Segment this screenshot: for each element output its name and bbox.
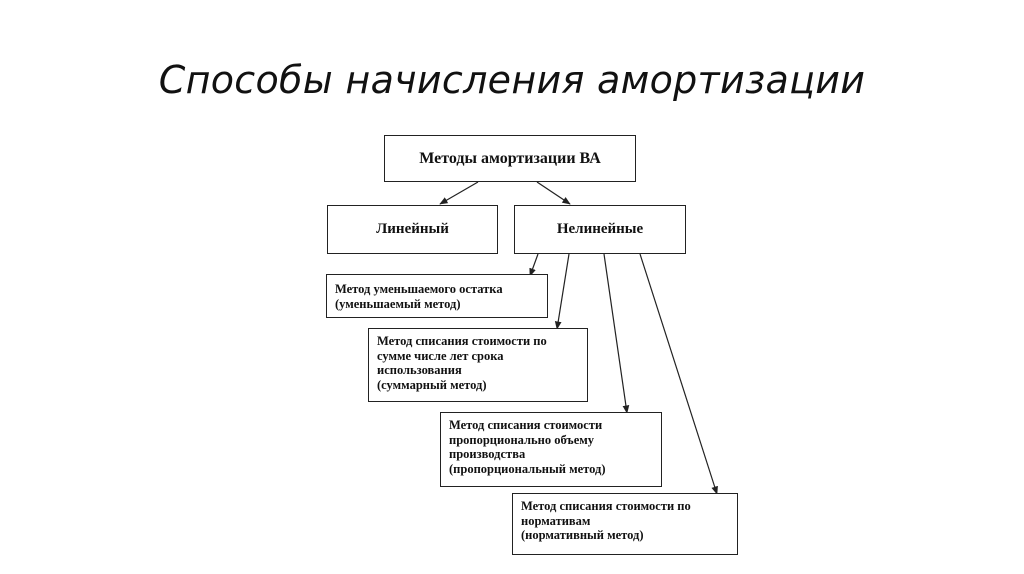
method-text-line: Метод уменьшаемого остатка: [335, 282, 503, 296]
method-text-line: Метод списания стоимости: [449, 418, 603, 432]
method-text-line: сумме числе лет срока: [377, 348, 504, 363]
method-text-line: (уменьшаемый метод): [335, 296, 461, 311]
slide-title: Способы начисления амортизации: [158, 58, 866, 102]
arrow-nonlinear-to-method-3: [603, 253, 630, 414]
method-text-line: Метод списания стоимости по: [521, 499, 691, 513]
arrow-nonlinear-to-method-2: [554, 253, 570, 330]
method-text-line: производства: [449, 447, 526, 461]
arrow-nonlinear-to-method-4: [639, 253, 718, 495]
root-node-depreciation-methods: Методы амортизации ВА: [384, 135, 636, 182]
node-declining-balance-method: Метод уменьшаемого остатка (уменьшаемый …: [326, 274, 548, 318]
node-units-of-production-method: Метод списания стоимости пропорционально…: [440, 412, 662, 487]
node-sum-of-years-method: Метод списания стоимости по сумме числе …: [368, 328, 588, 402]
method-text-line: (пропорциональный метод): [449, 461, 606, 476]
method-text-line: Метод списания стоимости по: [377, 334, 547, 348]
method-text-line: (суммарный метод): [377, 377, 487, 392]
method-text-line: нормативам: [521, 513, 591, 528]
node-nonlinear: Нелинейные: [514, 205, 686, 254]
node-linear: Линейный: [327, 205, 498, 254]
method-text-line: (нормативный метод): [521, 528, 644, 542]
arrow-root-to-linear: [439, 181, 479, 205]
arrow-root-to-nonlinear: [536, 181, 571, 205]
arrow-nonlinear-to-method-1: [529, 253, 539, 277]
method-text-line: использования: [377, 363, 462, 377]
method-text-line: пропорционально объему: [449, 432, 595, 447]
node-normative-method: Метод списания стоимости по нормативам (…: [512, 493, 738, 555]
